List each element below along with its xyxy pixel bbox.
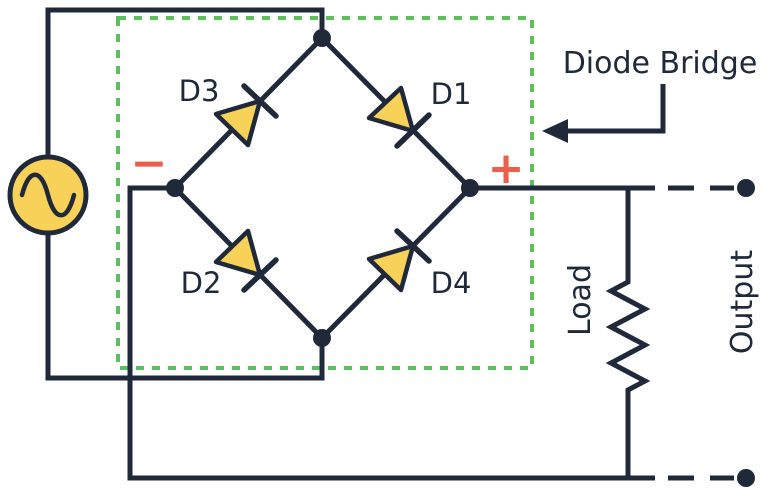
load-resistor (605, 188, 651, 478)
label-load: Load (563, 264, 598, 336)
wire-source-to-top-node (45, 7, 325, 157)
node-bottom-ac (313, 329, 331, 347)
wire-negative-to-output-bottom (127, 185, 655, 481)
label-output: Output (725, 250, 760, 354)
node-top-ac (313, 29, 331, 47)
label-d2: D2 (181, 266, 222, 300)
diode-d3 (213, 83, 279, 148)
ac-sine-wave-icon (19, 172, 77, 218)
diode-d1 (366, 85, 432, 149)
bridge-callout-line (566, 84, 666, 134)
label-plus-polarity: + (488, 143, 525, 194)
bridge-callout-arrowhead-icon (542, 119, 568, 143)
diode-d1-cathode-bar (394, 112, 432, 149)
label-d3: D3 (179, 74, 220, 108)
diode-d1-triangle (366, 85, 416, 134)
output-terminal-top (737, 179, 755, 197)
label-d4: D4 (431, 266, 472, 300)
diode-d4 (366, 228, 432, 293)
output-terminal-bottom (737, 469, 755, 487)
diode-d3-cathode-bar (241, 83, 279, 119)
wire-source-to-bottom-node (45, 233, 325, 381)
diode-d4-triangle (366, 243, 416, 293)
diode-d3-triangle (213, 98, 263, 148)
node-right-positive (461, 179, 479, 197)
label-diode-bridge: Diode Bridge (563, 46, 758, 81)
diode-d2-triangle (213, 228, 263, 278)
diode-d4-cathode-bar (394, 228, 432, 264)
node-left-negative (166, 179, 184, 197)
diode-d2 (213, 228, 279, 293)
diode-d2-cathode-bar (241, 257, 279, 293)
label-d1: D1 (431, 77, 472, 111)
label-minus-polarity: − (131, 138, 168, 189)
